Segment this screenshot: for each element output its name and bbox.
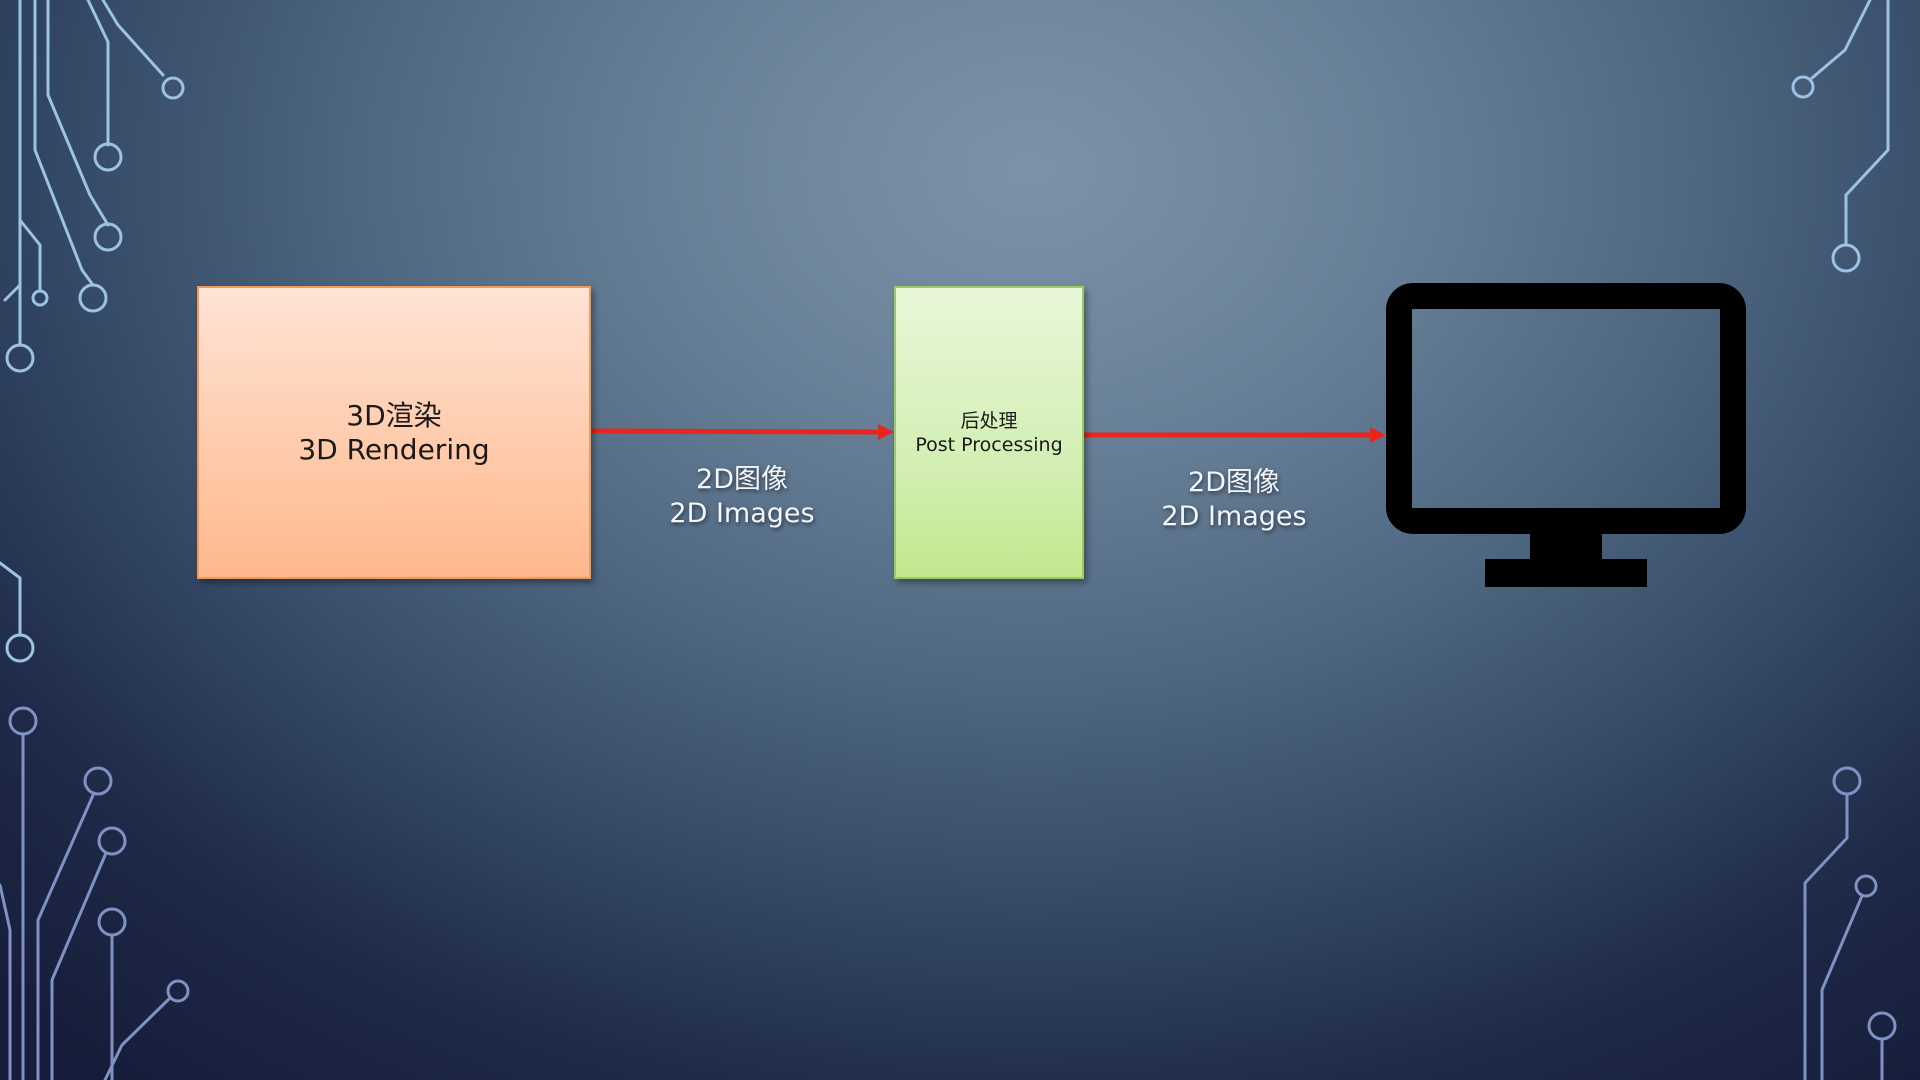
rendering-stage-box: 3D渲染 3D Rendering [197, 286, 591, 579]
arrow-label-1-zh: 2D图像 [696, 464, 788, 495]
arrow-label-2-zh: 2D图像 [1188, 467, 1280, 498]
arrow-label-2-en: 2D Images [1161, 501, 1307, 532]
rendering-stage-title-en: 3D Rendering [298, 432, 490, 466]
circuit-top-left [3, 0, 185, 373]
arrow-label-images-2: 2D图像 2D Images [1124, 466, 1344, 534]
post-stage-title-zh: 后处理 [960, 409, 1018, 432]
monitor-icon [1386, 283, 1746, 587]
circuit-left-mid [0, 561, 35, 663]
arrow-render-to-post [590, 424, 894, 440]
arrow-label-images-1: 2D图像 2D Images [632, 463, 852, 531]
rendering-stage-title-zh: 3D渲染 [346, 398, 442, 432]
circuit-bottom-left [0, 706, 190, 1080]
arrow-label-1-en: 2D Images [669, 498, 815, 529]
arrow-post-to-display [1084, 427, 1386, 443]
circuit-bottom-right [1803, 766, 1897, 1080]
post-processing-stage-box: 后处理 Post Processing [894, 286, 1084, 579]
post-stage-title-en: Post Processing [915, 433, 1063, 456]
circuit-top-right [1791, 0, 1890, 273]
